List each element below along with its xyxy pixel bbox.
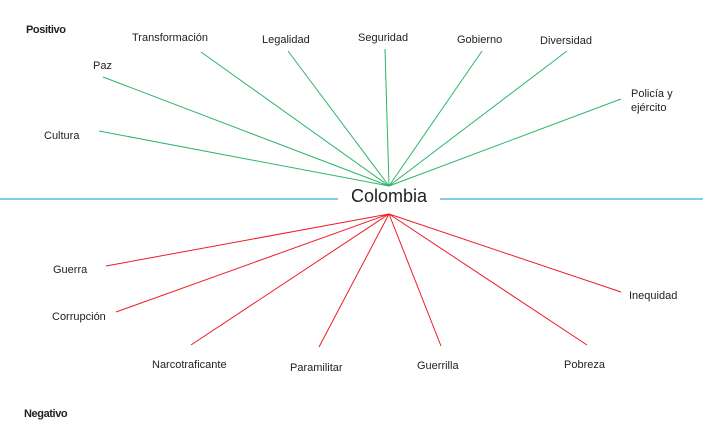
positive-term: Cultura xyxy=(44,130,80,142)
positive-connector xyxy=(388,98,622,187)
positive-connector xyxy=(200,51,390,187)
positive-term: Seguridad xyxy=(358,32,409,44)
negative-connector xyxy=(105,213,390,267)
negative-term: Corrupción xyxy=(52,311,106,323)
positive-connector xyxy=(384,48,390,187)
center-label: Colombia xyxy=(350,186,428,206)
positive-connector xyxy=(388,50,568,187)
negative-term: Narcotraficante xyxy=(152,359,227,371)
positive-term: Diversidad xyxy=(540,35,592,47)
negative-connector xyxy=(388,213,588,346)
positive-term: Gobierno xyxy=(457,34,503,46)
negative-heading: Negativo xyxy=(24,408,68,420)
positive-heading: Positivo xyxy=(26,24,66,36)
positive-connector xyxy=(388,50,483,187)
negative-connector xyxy=(190,213,390,346)
negative-connector xyxy=(318,213,390,348)
negative-connector xyxy=(388,213,442,347)
negative-term: Pobreza xyxy=(564,359,605,371)
negative-term: Inequidad xyxy=(629,290,678,302)
positive-term: Legalidad xyxy=(262,34,310,46)
positive-term: Policía y ejército xyxy=(631,88,673,114)
positive-term: Paz xyxy=(93,60,112,72)
negative-connector xyxy=(388,213,622,293)
negative-term: Guerrilla xyxy=(417,360,459,372)
negative-term: Guerra xyxy=(53,264,88,276)
negative-connector xyxy=(115,213,390,313)
positive-connector xyxy=(102,76,390,187)
positive-connector xyxy=(98,130,390,187)
negative-term: Paramilitar xyxy=(290,362,343,374)
positive-connector xyxy=(287,50,390,187)
positive-term: Transformación xyxy=(132,32,209,44)
